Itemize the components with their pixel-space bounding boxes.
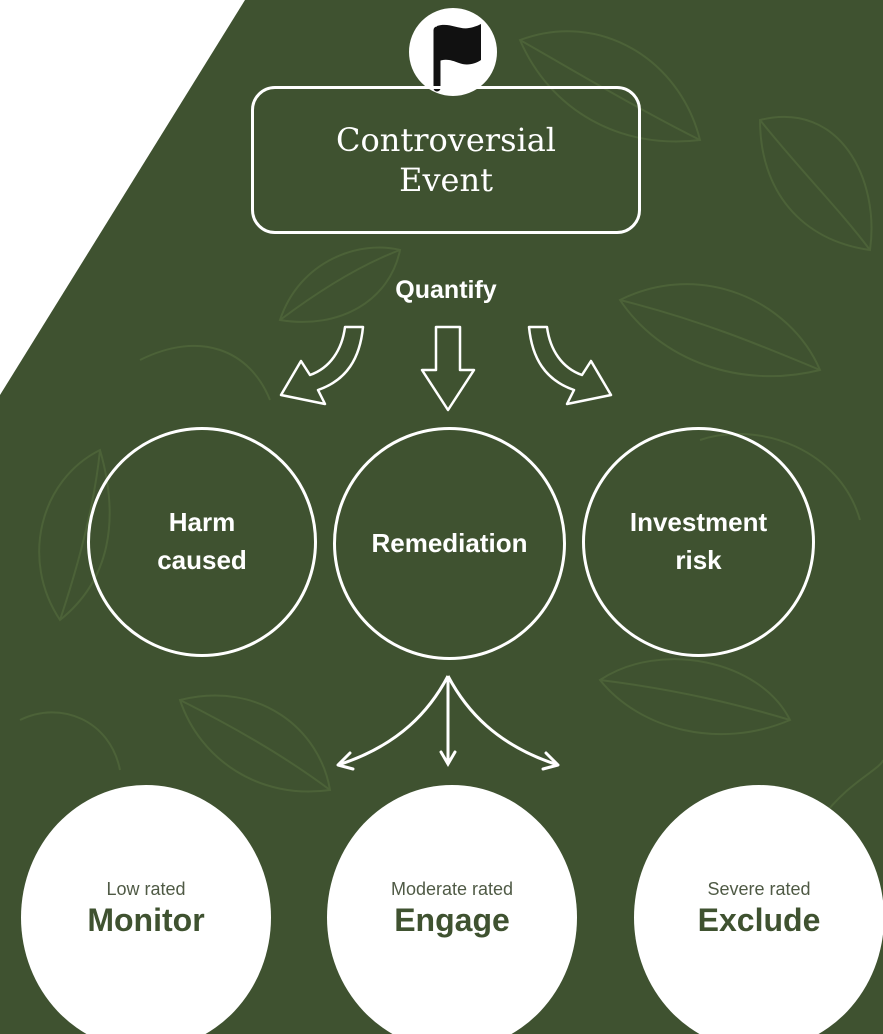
remediation-circle: Remediation [333,427,566,660]
arrow-to-exclude [446,675,559,767]
moderate-rated-label: Moderate rated [390,878,514,899]
monitor-label: Monitor [87,901,205,938]
engage-label: Engage [394,901,510,938]
quantify-arrows [279,325,613,412]
quantify-label: Quantify [395,276,497,304]
controversial-event-box: Controversial Event [251,86,641,234]
event-title-line1: Controversial [335,121,557,159]
flag-icon [433,24,481,92]
outcome-arrows [336,675,560,771]
event-title-line2: Event [399,161,493,199]
leaf-pattern [19,30,883,981]
arrow-to-monitor [337,675,450,767]
flag-badge [406,5,500,99]
severe-rated-label: Severe rated [707,878,811,899]
arrow-left [279,325,365,406]
harm-caused-line1: Harm [168,507,236,538]
exclude-label: Exclude [697,901,821,938]
remediation-label: Remediation [371,527,528,558]
harm-caused-circle: Harm caused [87,427,317,657]
investment-risk-line1: Investment [629,507,768,538]
engage-outcome-circle: Moderate rated Engage [327,785,577,1034]
investment-risk-circle: Investment risk [582,427,815,657]
arrow-center [420,325,476,412]
investment-risk-line2: risk [675,545,722,575]
exclude-outcome-circle: Severe rated Exclude [634,785,883,1034]
low-rated-label: Low rated [106,878,186,899]
arrow-right [527,325,613,406]
monitor-outcome-circle: Low rated Monitor [21,785,271,1034]
harm-caused-line2: caused [157,545,247,575]
